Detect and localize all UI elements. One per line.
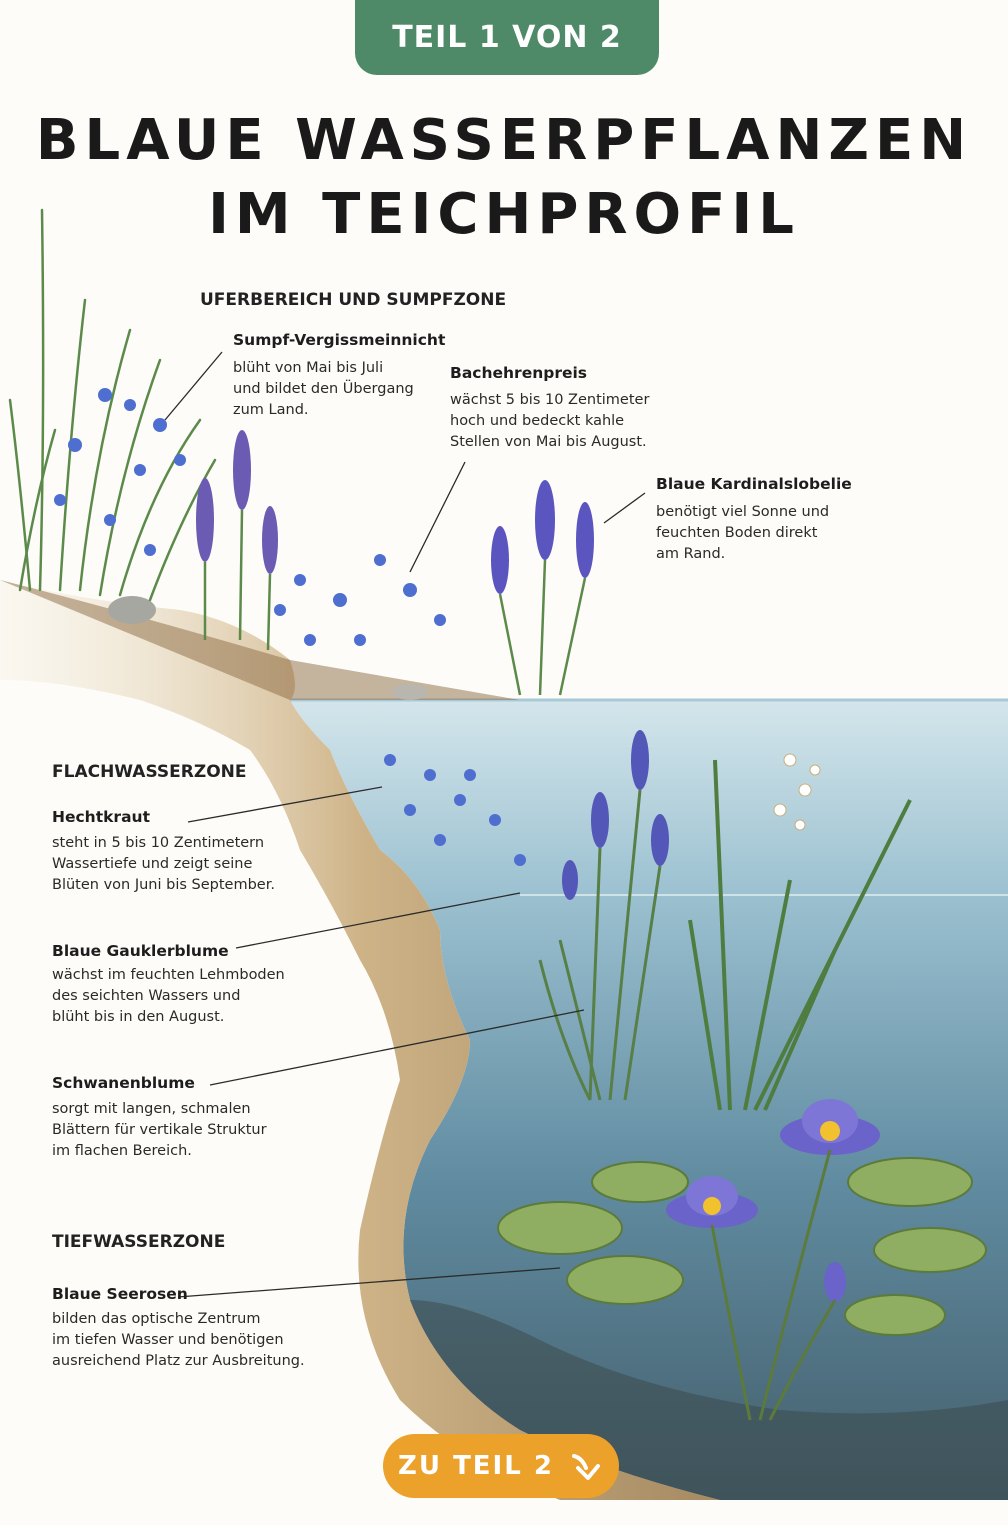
water-body	[290, 700, 1008, 1500]
plant-name-gauklerblume: Blaue Gauklerblume	[52, 942, 229, 960]
plant-desc-hechtkraut: steht in 5 bis 10 Zentimetern Wassertief…	[52, 835, 275, 893]
plant-desc-kardinalslobelie: benötigt viel Sonne und feuchten Boden d…	[656, 504, 830, 562]
lobelia-flowers	[491, 480, 594, 594]
plant-name-seerosen: Blaue Seerosen	[52, 1285, 188, 1303]
zone-heading-tief: TIEFWASSERZONE	[52, 1232, 226, 1252]
plant-desc-vergissmeinnicht: blüht von Mai bis Juli und bildet den Üb…	[233, 360, 414, 418]
plant-desc-bachehrenpreis: wächst 5 bis 10 Zentimeter hoch und bede…	[450, 392, 650, 450]
pond-floor	[410, 1300, 1008, 1500]
plant-name-hechtkraut: Hechtkraut	[52, 808, 150, 826]
part-badge-label: TEIL 1 VON 2	[392, 20, 622, 55]
flowering-rush-blossoms	[773, 753, 821, 831]
arrow-down-right-icon	[571, 1454, 600, 1480]
flowering-rush-leaves	[688, 759, 912, 1111]
plant-name-schwanenblume: Schwanenblume	[52, 1074, 195, 1092]
plant-desc-seerosen: bilden das optische Zentrum im tiefen Wa…	[52, 1311, 305, 1369]
next-part-button[interactable]: ZU TEIL 2	[383, 1434, 619, 1498]
monkey-flower-cluster	[384, 754, 526, 866]
forget-me-not-flowers	[54, 388, 446, 646]
zone-heading-ufer: UFERBEREICH UND SUMPFZONE	[200, 290, 507, 310]
lily-pads	[497, 1157, 987, 1336]
page-title-line2: IM TEICHPROFIL	[208, 182, 800, 247]
plant-name-vergissmeinnicht: Sumpf-Vergissmeinnicht	[233, 331, 446, 349]
water-lily-flowers	[666, 1099, 880, 1302]
zone-heading-flach: FLACHWASSERZONE	[52, 762, 247, 782]
plant-name-kardinalslobelie: Blaue Kardinalslobelie	[656, 475, 852, 493]
speedwell-spikes	[196, 430, 278, 574]
plant-name-bachehrenpreis: Bachehrenpreis	[450, 364, 588, 382]
part-badge: TEIL 1 VON 2	[355, 0, 659, 75]
plant-desc-gauklerblume: wächst im feuchten Lehmboden des seichte…	[52, 967, 285, 1025]
page-title-line1: BLAUE WASSERPFLANZEN	[35, 108, 973, 173]
pickerelweed-flowers	[562, 730, 669, 900]
grass-tuft	[8, 208, 217, 602]
soil-bank	[0, 580, 720, 1500]
leader-lines	[164, 351, 646, 1298]
plant-desc-schwanenblume: sorgt mit langen, schmalen Blättern für …	[52, 1101, 267, 1159]
next-part-label: ZU TEIL 2	[398, 1451, 554, 1481]
